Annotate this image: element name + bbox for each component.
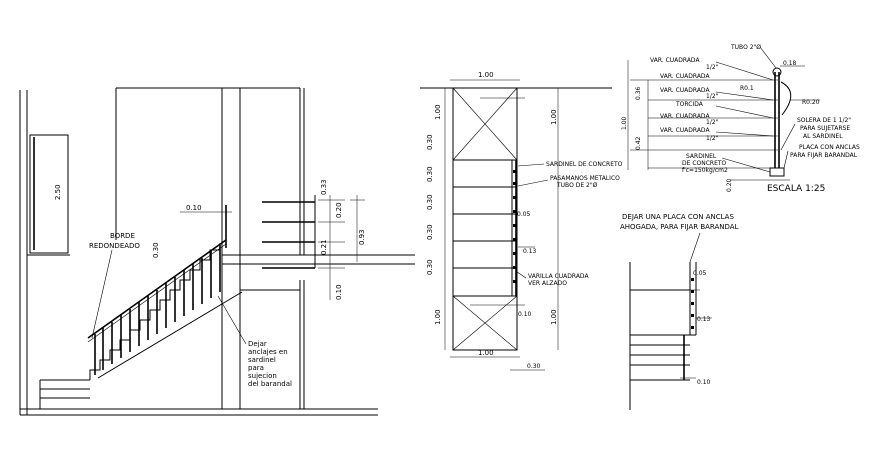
plan-dim-top: 1.00 bbox=[478, 71, 494, 79]
dim-033: 0.33 bbox=[320, 179, 328, 195]
anchor-dim-013: 0.13 bbox=[697, 316, 711, 323]
plan-dim-030: 0.30 bbox=[426, 166, 434, 182]
detail-dim-036: 0.36 bbox=[635, 86, 642, 100]
plan-dim-030-bottom: 0.30 bbox=[527, 363, 541, 370]
detail-dim-100: 1.00 bbox=[621, 116, 628, 130]
svg-text:PARA FIJAR BARANDAL: PARA FIJAR BARANDAL bbox=[790, 152, 858, 159]
svg-text:2.50: 2.50 bbox=[54, 184, 62, 200]
svg-text:para: para bbox=[248, 364, 264, 372]
detail-r01: R0.1 bbox=[740, 85, 754, 92]
plan-dim-010: 0.10 bbox=[518, 311, 532, 318]
dejar-note: Dejar anclajes en sardinel para sujecion… bbox=[217, 295, 292, 388]
plan-dim-bottom: 1.00 bbox=[478, 349, 494, 357]
plan-dim-right-top: 1.00 bbox=[550, 109, 558, 125]
detail-var-label: VAR. CUADRADA bbox=[650, 57, 700, 64]
label-varilla: VARILLA CUADRADA bbox=[528, 273, 589, 280]
plan-dim-005: 0.05 bbox=[517, 211, 531, 218]
svg-text:1/2": 1/2" bbox=[706, 93, 719, 100]
detail-dim-018: 0.18 bbox=[783, 60, 797, 67]
anchor-dim-010: 0.10 bbox=[697, 379, 711, 386]
plan-dim-030: 0.30 bbox=[426, 224, 434, 240]
stair-elevation: 2.50 bbox=[19, 87, 415, 416]
plan-dim-013: 0.13 bbox=[523, 248, 537, 255]
dim-093: 0.93 bbox=[358, 229, 366, 245]
detail-dim-020: 0.20 bbox=[726, 178, 733, 192]
svg-text:1/2": 1/2" bbox=[706, 64, 719, 71]
svg-text:del barandal: del barandal bbox=[248, 380, 292, 388]
anchor-note-1: DEJAR UNA PLACA CON ANCLAS bbox=[622, 213, 734, 221]
label-tubo: TUBO DE 2"Ø bbox=[556, 182, 598, 189]
dim-010-top: 0.10 bbox=[186, 204, 202, 212]
plan-dim-left-top: 1.00 bbox=[434, 104, 442, 120]
svg-text:1/2": 1/2" bbox=[706, 119, 719, 126]
svg-text:PARA SUJETARSE: PARA SUJETARSE bbox=[800, 125, 850, 132]
plan-dim-030: 0.30 bbox=[426, 194, 434, 210]
svg-text:f'c=150kg/cm2: f'c=150kg/cm2 bbox=[682, 167, 728, 174]
label-pasamanos: PASAMANOS METALICO bbox=[550, 175, 620, 182]
detail-var-label: VAR. CUADRADA bbox=[660, 113, 710, 120]
detail-placa: PLACA CON ANCLAS bbox=[799, 144, 860, 151]
dim-021: 0.21 bbox=[320, 239, 328, 255]
svg-text:DE CONCRETO: DE CONCRETO bbox=[682, 160, 727, 167]
detail-escala: ESCALA 1:25 bbox=[767, 184, 825, 194]
detail-var-label: TORCIDA bbox=[675, 101, 704, 108]
detail-tubo: TUBO 2"Ø bbox=[730, 44, 761, 51]
detail-var-label: VAR. CUADRADA bbox=[660, 87, 710, 94]
label-redondeado: REDONDEADO bbox=[89, 242, 140, 250]
svg-text:sujecion: sujecion bbox=[248, 372, 277, 380]
svg-text:sardinel: sardinel bbox=[248, 356, 276, 364]
svg-text:Dejar: Dejar bbox=[248, 340, 267, 348]
label-ver-alzado: VER ALZADO bbox=[528, 280, 567, 287]
anchor-dim-005: 0.05 bbox=[693, 270, 707, 277]
plan-dim-left-bottom: 1.00 bbox=[434, 309, 442, 325]
dim-010-bottom: 0.10 bbox=[335, 284, 343, 300]
detail-r020: R0.20 bbox=[802, 99, 820, 106]
svg-text:anclajes en: anclajes en bbox=[248, 348, 288, 356]
railing-detail: 0.36 1.00 0.42 0.20 TUBO 2"Ø 0.18 VAR. C… bbox=[621, 44, 860, 194]
plan-dim-right-bottom: 1.00 bbox=[550, 309, 558, 325]
dim-030: 0.30 bbox=[152, 242, 160, 258]
plan-dim-030: 0.30 bbox=[426, 134, 434, 150]
label-borde: BORDE bbox=[110, 232, 135, 240]
detail-var-label: VAR. CUADRADA bbox=[660, 73, 710, 80]
detail-solera: SOLERA DE 1 1/2" bbox=[797, 117, 851, 124]
svg-text:AL SARDINEL: AL SARDINEL bbox=[803, 133, 843, 140]
detail-dim-042: 0.42 bbox=[635, 136, 642, 150]
anchor-detail: DEJAR UNA PLACA CON ANCLAS AHOGADA, PARA… bbox=[620, 213, 739, 410]
svg-text:1/2": 1/2" bbox=[706, 135, 719, 142]
detail-var-label: VAR. CUADRADA bbox=[660, 127, 710, 134]
label-sardinel: SARDINEL DE CONCRETO bbox=[546, 161, 623, 168]
plan-dim-030: 0.30 bbox=[426, 259, 434, 275]
dim-020: 0.20 bbox=[335, 202, 343, 218]
anchor-note-2: AHOGADA, PARA FIJAR BARANDAL bbox=[620, 223, 739, 231]
stair-plan: 1.00 1.00 0.30 0.30 0.30 0.30 bbox=[420, 71, 623, 371]
balusters bbox=[94, 245, 221, 375]
detail-sardinel: SARDINEL bbox=[686, 153, 717, 160]
